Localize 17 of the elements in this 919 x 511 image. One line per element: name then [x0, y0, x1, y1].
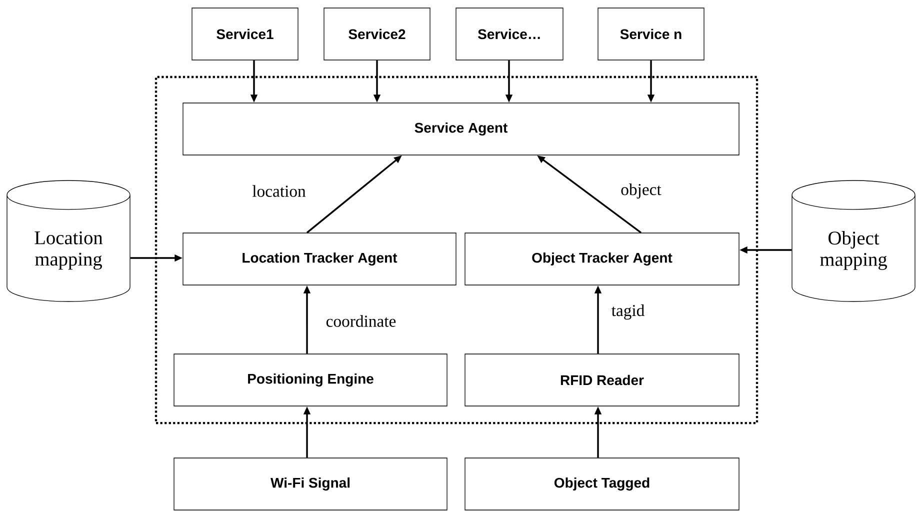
process-box: RFID Reader	[464, 354, 740, 406]
edge-label: tagid	[610, 303, 646, 321]
process-box: Service Agent	[182, 102, 740, 156]
process-box: Service…	[456, 8, 564, 60]
process-box: Wi-Fi Signal	[174, 458, 448, 510]
process-box: Service1	[192, 8, 298, 60]
process-box: Object Tagged	[464, 458, 740, 510]
database-cylinder: Object mapping	[792, 180, 916, 302]
process-box: Service n	[598, 8, 704, 60]
process-box: Location Tracker Agent	[182, 232, 456, 286]
process-box: Positioning Engine	[174, 354, 448, 406]
edge-label: object	[619, 182, 663, 200]
database-cylinder: Location mapping	[6, 180, 130, 302]
process-box: Object Tracker Agent	[464, 232, 740, 286]
process-box: Service2	[324, 8, 430, 60]
edge-label: coordinate	[324, 314, 398, 328]
edge-label: location	[250, 184, 308, 198]
